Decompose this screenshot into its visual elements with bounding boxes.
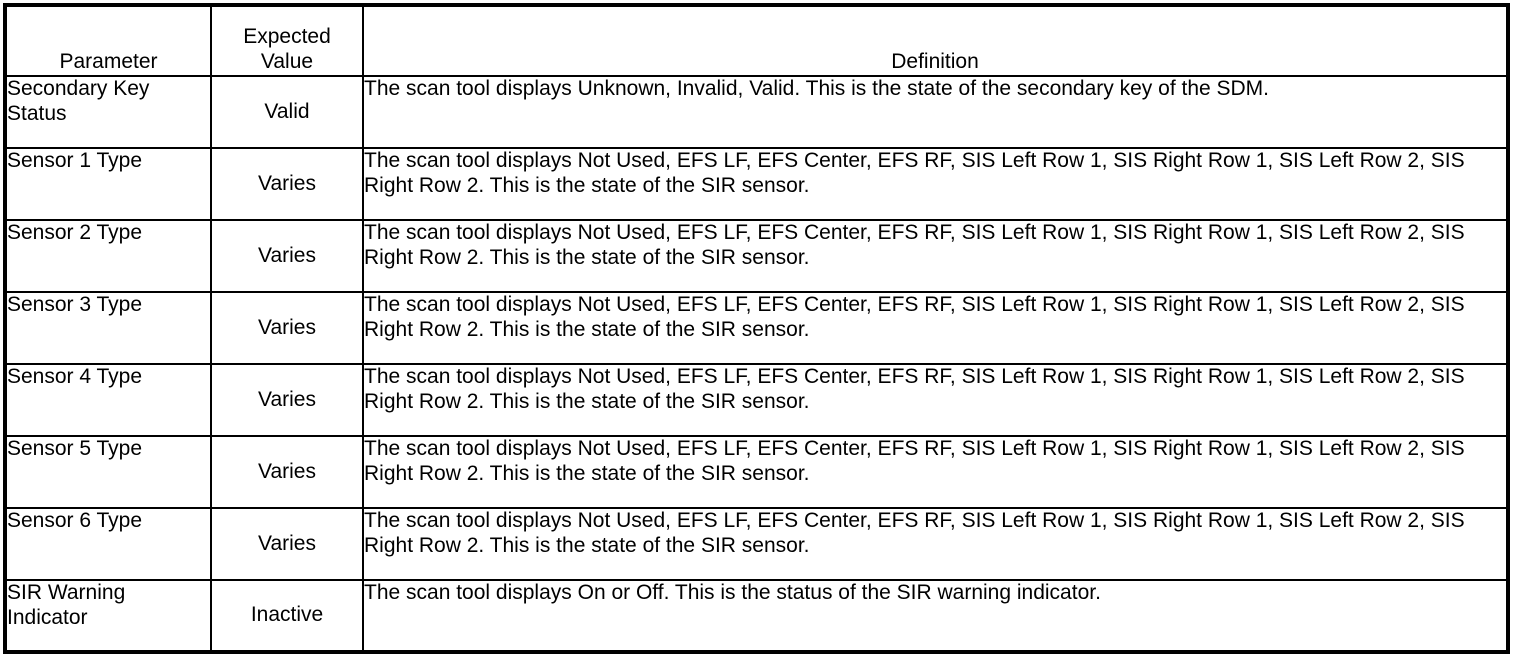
cell-parameter: Sensor 1 Type <box>4 147 212 221</box>
cell-parameter: Sensor 4 Type <box>4 363 212 437</box>
cell-parameter: Sensor 2 Type <box>4 219 212 293</box>
table-header: Parameter Expected Value Definition <box>4 4 1509 77</box>
cell-definition: The scan tool displays Not Used, EFS LF,… <box>362 507 1509 581</box>
cell-expected-value: Varies <box>210 363 364 437</box>
cell-parameter: Secondary Key Status <box>4 75 212 149</box>
cell-definition: The scan tool displays Unknown, Invalid,… <box>362 75 1509 149</box>
cell-definition: The scan tool displays Not Used, EFS LF,… <box>362 147 1509 221</box>
cell-definition: The scan tool displays Not Used, EFS LF,… <box>362 363 1509 437</box>
column-header-definition: Definition <box>362 4 1509 77</box>
cell-parameter: Sensor 3 Type <box>4 291 212 365</box>
column-header-expected-value-line2: Value <box>260 50 314 74</box>
cell-expected-value: Valid <box>210 75 364 149</box>
column-header-expected-value-line1: Expected <box>243 25 331 49</box>
column-header-expected-value: Expected Value <box>210 4 364 77</box>
cell-definition: The scan tool displays On or Off. This i… <box>362 579 1509 653</box>
cell-expected-value: Inactive <box>210 579 364 653</box>
cell-expected-value: Varies <box>210 507 364 581</box>
cell-expected-value: Varies <box>210 147 364 221</box>
cell-expected-value: Varies <box>210 219 364 293</box>
cell-definition: The scan tool displays Not Used, EFS LF,… <box>362 219 1509 293</box>
scan-tool-parameter-table: Parameter Expected Value Definition Seco… <box>3 3 1510 654</box>
cell-expected-value: Varies <box>210 435 364 509</box>
cell-expected-value: Varies <box>210 291 364 365</box>
column-header-parameter: Parameter <box>4 4 212 77</box>
cell-parameter: Sensor 6 Type <box>4 507 212 581</box>
cell-definition: The scan tool displays Not Used, EFS LF,… <box>362 291 1509 365</box>
table-header-row: Parameter Expected Value Definition <box>4 4 1509 77</box>
cell-parameter: Sensor 5 Type <box>4 435 212 509</box>
cell-definition: The scan tool displays Not Used, EFS LF,… <box>362 435 1509 509</box>
cell-parameter: SIR Warning Indicator <box>4 579 212 653</box>
